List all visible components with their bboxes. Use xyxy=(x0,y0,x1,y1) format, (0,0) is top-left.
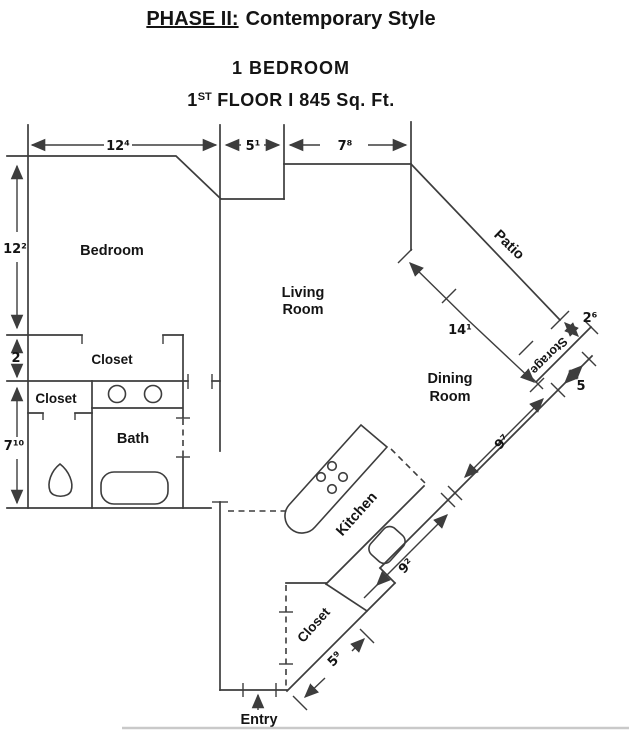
storage-label: Storage xyxy=(527,334,570,377)
dim-9-2-arrow-ne xyxy=(410,514,448,552)
living-room-label-1: Living xyxy=(282,285,325,301)
bathtub xyxy=(100,471,169,505)
kitchen-counter-inner-wall xyxy=(324,484,426,586)
vanity-sink-right xyxy=(143,384,163,404)
dim-junction-tick-b xyxy=(440,492,456,508)
bath-label: Bath xyxy=(117,431,149,447)
burner-icon xyxy=(337,471,349,483)
dim-14-1-arrow-nw xyxy=(409,262,469,321)
hall-closet-label: Closet xyxy=(35,391,77,406)
dim-2-6-arrow-se xyxy=(564,322,579,337)
dim-bedroom-width-label: 12⁴ xyxy=(106,139,130,154)
dining-room-label-1: Dining xyxy=(427,371,472,387)
dim-14-1-tick-end xyxy=(529,377,545,393)
dim-14-1-arrow-se xyxy=(467,319,536,383)
toilet xyxy=(48,462,73,498)
bedroom-label: Bedroom xyxy=(80,243,144,259)
floor-number: 1 xyxy=(187,90,198,110)
dim-entry-closet-wall-label: 5⁹ xyxy=(325,649,346,670)
entry-closet-corner-wall xyxy=(324,582,369,613)
dim-nook-width-label: 5¹ xyxy=(246,139,261,154)
dim-bedroom-depth-label: 12² xyxy=(3,242,27,257)
dim-9-7-arrow-sw xyxy=(464,440,502,478)
entry-label: Entry xyxy=(240,712,277,728)
dim-junction-tick-a xyxy=(447,485,463,501)
dining-se-wall xyxy=(378,354,594,570)
floor-area-text: FLOOR I 845 Sq. Ft. xyxy=(217,90,395,110)
dim-9-2-arrow-sw xyxy=(376,550,412,586)
dim-dining-wall-label: 9⁷ xyxy=(492,432,513,453)
dim-closet-depth-label: 2 xyxy=(11,351,20,366)
dim-9-7-arrow-ne xyxy=(500,398,544,442)
walls xyxy=(6,121,599,693)
stove-burners xyxy=(315,460,349,495)
kitchen-sink xyxy=(368,525,406,565)
living-east-wall-end-tick xyxy=(397,248,413,264)
dim-5-9-tick-ne xyxy=(359,628,375,644)
patio-label: Patio xyxy=(490,227,527,263)
entry-closet-label: Closet xyxy=(294,604,333,645)
dim-storage-depth-label: 2⁶ xyxy=(583,311,598,326)
burner-icon xyxy=(315,471,327,483)
dim-2-6-arrow-nw xyxy=(564,322,579,337)
dim-kitchen-wall-label: 9² xyxy=(396,556,417,577)
vanity-sink-left xyxy=(107,384,127,404)
dim-14-1-tick-b xyxy=(518,340,534,356)
dimension-lines xyxy=(10,138,597,711)
dashed-openings xyxy=(182,419,426,690)
dim-5-9-arrow-sw xyxy=(303,677,326,698)
storage-outer-wall xyxy=(534,325,593,384)
fixtures xyxy=(48,384,406,565)
bedroom-top-wall xyxy=(6,155,285,200)
bedroom-count-title: 1 BEDROOM xyxy=(231,58,350,78)
living-room-label-2: Room xyxy=(282,302,323,318)
bedroom-closet-label: Closet xyxy=(91,352,133,367)
dim-5-arrow-sw xyxy=(564,369,579,384)
dim-5-tick-ne xyxy=(581,351,597,367)
patio-railing xyxy=(409,162,562,322)
dim-9-2-tick-end xyxy=(363,583,379,599)
storage-outer-tick-ne xyxy=(583,319,599,335)
plan-title: PHASE II: Contemporary Style xyxy=(0,8,582,31)
dim-14-1-tick-a xyxy=(441,288,457,304)
dim-dining-diag-label: 14¹ xyxy=(448,323,472,338)
style-label: Contemporary Style xyxy=(245,8,436,30)
dim-5-9-arrow-ne xyxy=(350,638,365,653)
kitchen-label: Kitchen xyxy=(333,489,380,539)
burner-icon xyxy=(326,483,338,495)
entry-closet-se-wall xyxy=(285,581,397,693)
dining-room-label-2: Room xyxy=(429,389,470,405)
dim-5-tick-sw xyxy=(550,382,566,398)
burner-icon xyxy=(326,460,338,472)
stove-counter xyxy=(284,423,389,534)
dim-bath-depth-label: 7¹⁰ xyxy=(4,439,25,454)
dim-storage-front-label: 5 xyxy=(576,379,585,394)
floor-ordinal-sup: ST xyxy=(197,91,212,103)
floor-area-title: 1ST FLOOR I 845 Sq. Ft. xyxy=(0,90,582,111)
dim-5-9-tick-sw xyxy=(292,695,308,711)
kitchen-counter-dashed xyxy=(390,448,426,484)
patio-end-tick xyxy=(550,310,570,330)
dim-living-width-label: 7⁸ xyxy=(338,139,353,154)
phase-label: PHASE II: xyxy=(146,8,239,30)
kitchen-closet-jog xyxy=(378,566,397,585)
